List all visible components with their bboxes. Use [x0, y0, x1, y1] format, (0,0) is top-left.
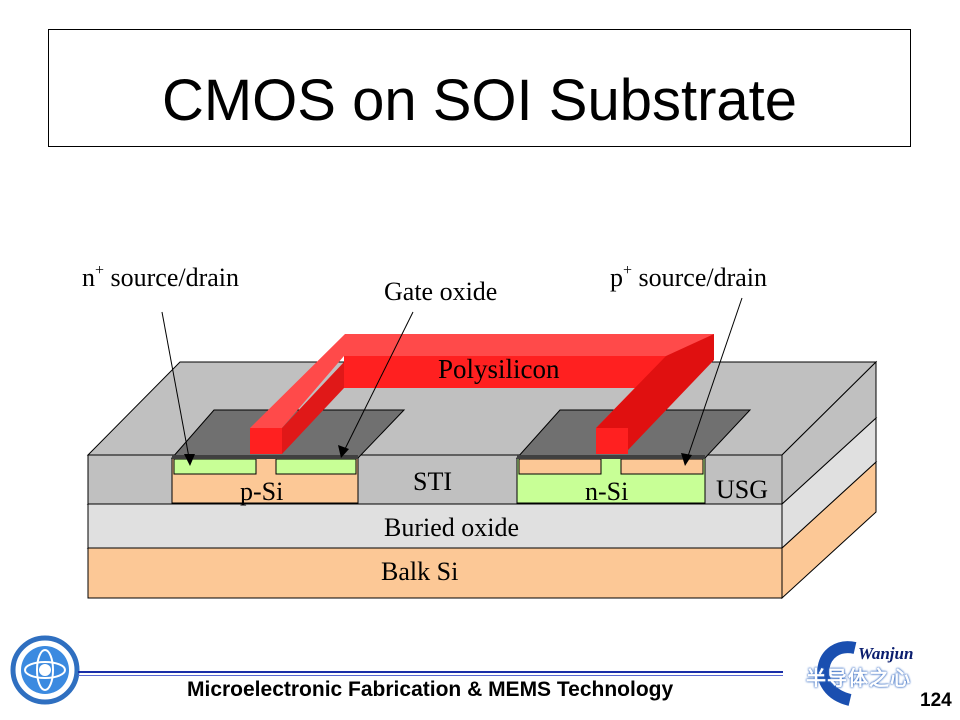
poly-top	[250, 334, 714, 428]
footer-rule-thin	[78, 675, 783, 676]
poly-bridge-front	[344, 356, 666, 388]
buried-oxide-front	[87, 503, 783, 549]
n-sd-arrow	[184, 454, 195, 466]
footer-rule	[78, 671, 783, 673]
university-seal-logo	[10, 635, 80, 705]
gate-oxide-leader	[341, 311, 414, 456]
n-sd-leader	[161, 311, 191, 464]
polysilicon-label: Polysilicon	[438, 354, 560, 384]
gate-oxide-label: Gate oxide	[384, 277, 497, 306]
nmos-source	[173, 458, 257, 475]
page-number: 124	[920, 690, 952, 711]
title-box: CMOS on SOI Substrate	[48, 29, 911, 147]
buried-oxide-label: Buried oxide	[384, 513, 519, 542]
n-sd-label: n+ source/drain	[82, 262, 239, 292]
n-si-label: n-Si	[585, 477, 628, 506]
device-layer-side	[781, 360, 877, 506]
bulk-si-label: Balk Si	[381, 557, 458, 586]
usg-label: USG	[716, 475, 768, 504]
footer-course-title: Microelectronic Fabrication & MEMS Techn…	[187, 678, 674, 701]
author-logo-text: Wanjun	[858, 644, 914, 663]
pmos-source	[518, 458, 602, 475]
poly-right-leg	[596, 428, 628, 454]
author-logo	[817, 641, 857, 706]
p-si-label: p-Si	[240, 477, 283, 506]
poly-left-leg	[250, 428, 282, 454]
pmos-gate-oxide	[517, 455, 705, 459]
pmos-drain	[620, 458, 704, 475]
sti-label: STI	[413, 467, 452, 496]
slide-title: CMOS on SOI Substrate	[161, 68, 798, 133]
nmos-drain	[275, 458, 357, 475]
watermark-text: 半导体之心	[806, 668, 911, 690]
p-sd-arrow	[681, 453, 692, 466]
nmos-gate-oxide	[172, 455, 358, 459]
p-sd-leader	[685, 297, 743, 463]
gate-oxide-arrow	[338, 445, 349, 458]
poly-left-leg-side	[282, 362, 344, 454]
poly-right-top	[596, 334, 714, 450]
bulk-si-front	[87, 547, 783, 599]
p-sd-label: p+ source/drain	[610, 262, 767, 292]
